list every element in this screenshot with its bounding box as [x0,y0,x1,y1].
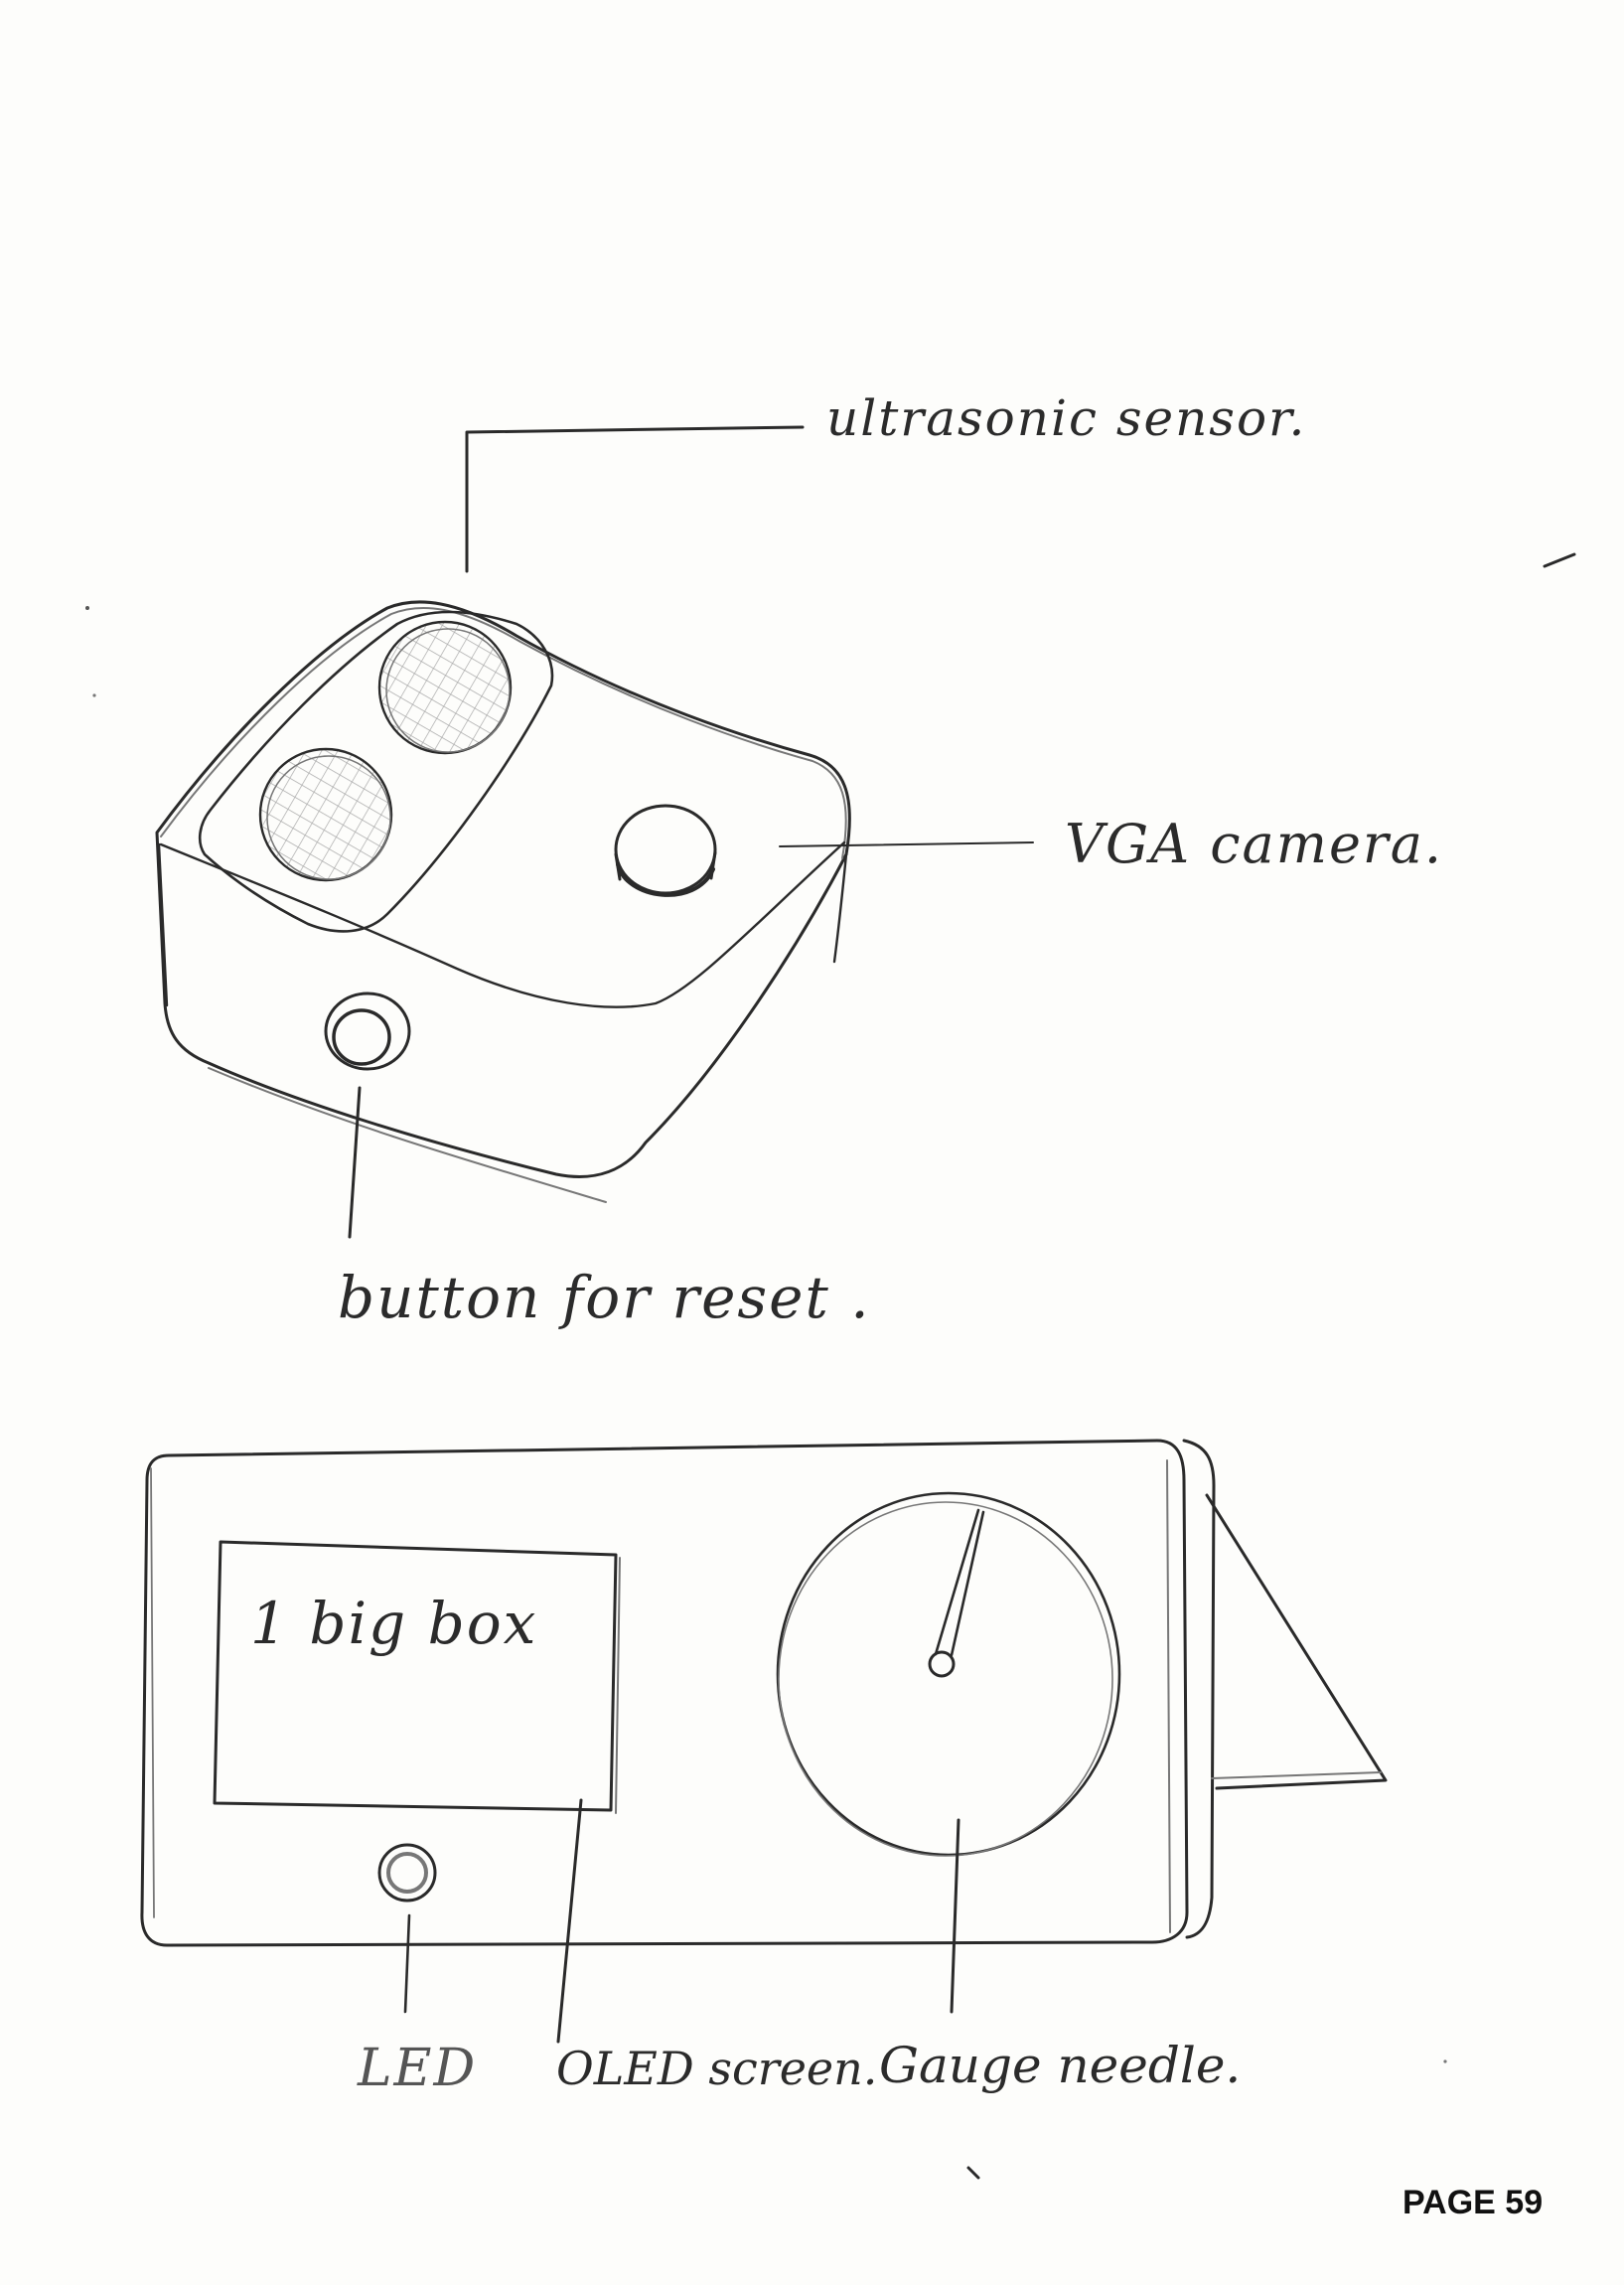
camera-leader-line [780,842,1033,846]
label-reset-button: button for reset . [338,1264,871,1331]
vga-camera-lens [616,806,715,895]
label-oled-screen: OLED screen. [556,2042,877,2095]
sensor-device-sketch [157,427,1033,1237]
led-sketch [379,1845,435,1901]
reset-leader-line [350,1088,360,1237]
led-leader-line [405,1915,409,2012]
gauge-leader-line [952,1820,959,2012]
oled-leader-line [558,1800,581,2042]
oled-screen-text: 1 big box [250,1590,537,1657]
reset-button-sketch [326,993,409,1069]
label-ultrasonic-sensor: ultrasonic sensor. [826,389,1306,447]
label-vga-camera: VGA camera. [1065,813,1443,875]
label-gauge-needle: Gauge needle. [879,2037,1241,2094]
page-number: PAGE 59 [1403,2184,1543,2222]
oled-screen-sketch [215,1542,620,1813]
label-led: LED [358,2039,477,2098]
ultrasonic-leader-line [467,427,803,571]
gauge-dial-sketch [778,1493,1119,1856]
display-device-sketch [142,1441,1386,2042]
